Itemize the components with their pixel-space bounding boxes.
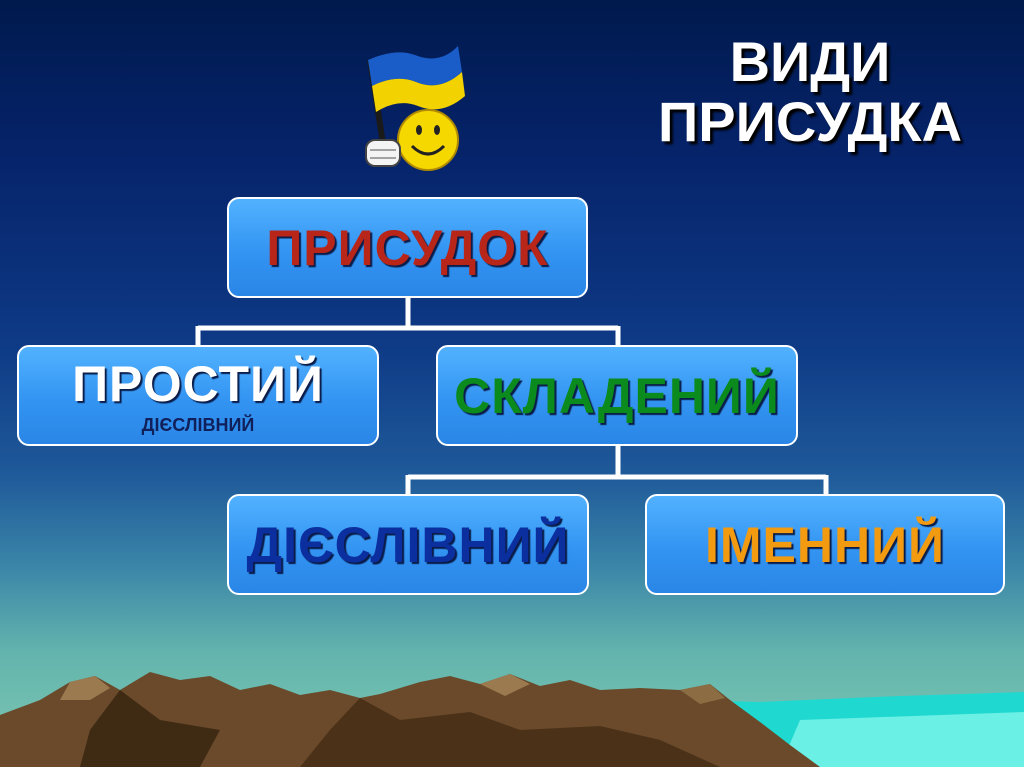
- title-line-2: ПРИСУДКА: [657, 90, 963, 153]
- node-verbal: ДІЄСЛІВНИЙ: [227, 494, 589, 595]
- mountains-shadow: [80, 690, 220, 767]
- node-compound: СКЛАДЕНИЙ: [436, 345, 798, 446]
- mountains-highlight-3: [680, 684, 725, 704]
- node-predicate: ПРИСУДОК: [227, 197, 588, 298]
- node-predicate-label: ПРИСУДОК: [266, 219, 549, 276]
- node-simple-label: ПРОСТИЙ: [72, 355, 324, 412]
- mountains-highlight: [60, 676, 110, 700]
- title-line-1: ВИДИ: [729, 30, 891, 93]
- node-compound-label: СКЛАДЕНИЙ: [454, 367, 780, 424]
- sea-highlight: [780, 712, 1024, 767]
- node-verbal-label: ДІЄСЛІВНИЙ: [246, 516, 570, 573]
- node-nominal: ІМЕННИЙ: [645, 494, 1005, 595]
- mountains-highlight-2: [480, 674, 530, 696]
- node-nominal-label: ІМЕННИЙ: [705, 516, 945, 573]
- mountains-shadow-2: [300, 698, 720, 767]
- slide-title: ВИДИ ПРИСУДКА: [640, 32, 980, 152]
- node-simple-sublabel: ДІЄСЛІВНИЙ: [141, 414, 255, 435]
- node-simple: ПРОСТИЙ ДІЄСЛІВНИЙ: [17, 345, 379, 446]
